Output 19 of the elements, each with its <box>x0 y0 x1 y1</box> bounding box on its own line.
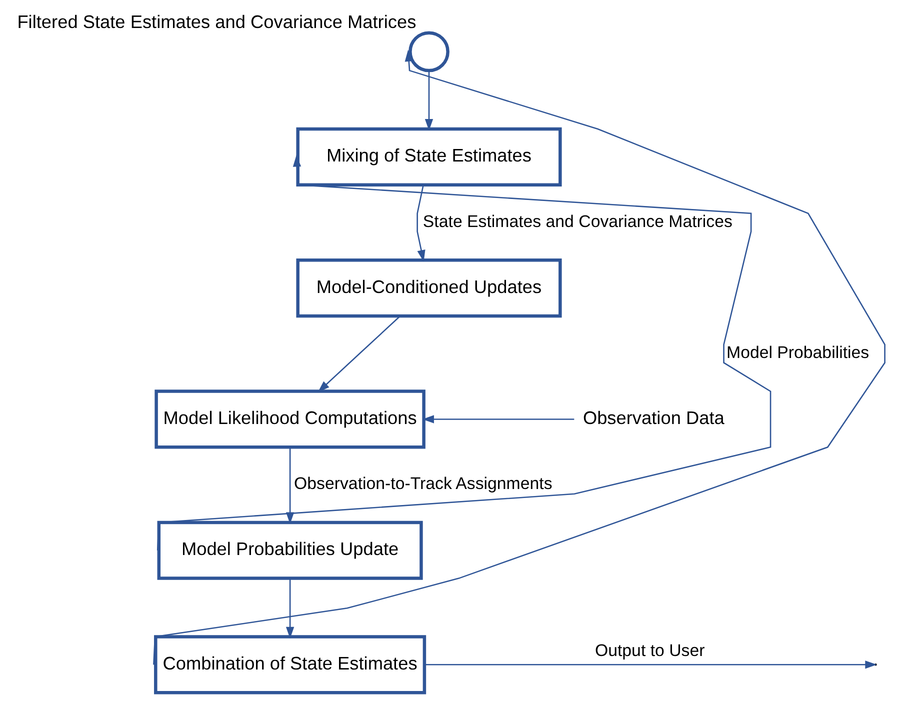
node-text: Observation Data <box>582 408 724 428</box>
arrow <box>422 415 574 424</box>
edge-label: State Estimates and Covariance Matrices <box>422 212 732 231</box>
node-circle <box>408 31 449 72</box>
arrow <box>285 578 294 639</box>
edge-label: Model Probabilities <box>726 343 869 362</box>
arrow <box>152 50 885 665</box>
arrow <box>317 316 400 392</box>
node-box: Combination of State Estimates <box>154 635 426 694</box>
node-box: Mixing of State Estimates <box>296 127 562 186</box>
node-box: Model Likelihood Computations <box>154 390 425 449</box>
node-label: Filtered State Estimates and Covariance Matrices <box>16 12 416 32</box>
arrow <box>416 185 425 262</box>
arrow <box>156 154 771 550</box>
node-box: Model Probabilities Update <box>156 520 422 580</box>
arrow <box>424 660 876 669</box>
edge-label: Observation-to-Track Assignments <box>294 474 552 494</box>
edge-label: Output to User <box>594 641 704 660</box>
node-box: Model-Conditioned Updates <box>296 258 562 318</box>
